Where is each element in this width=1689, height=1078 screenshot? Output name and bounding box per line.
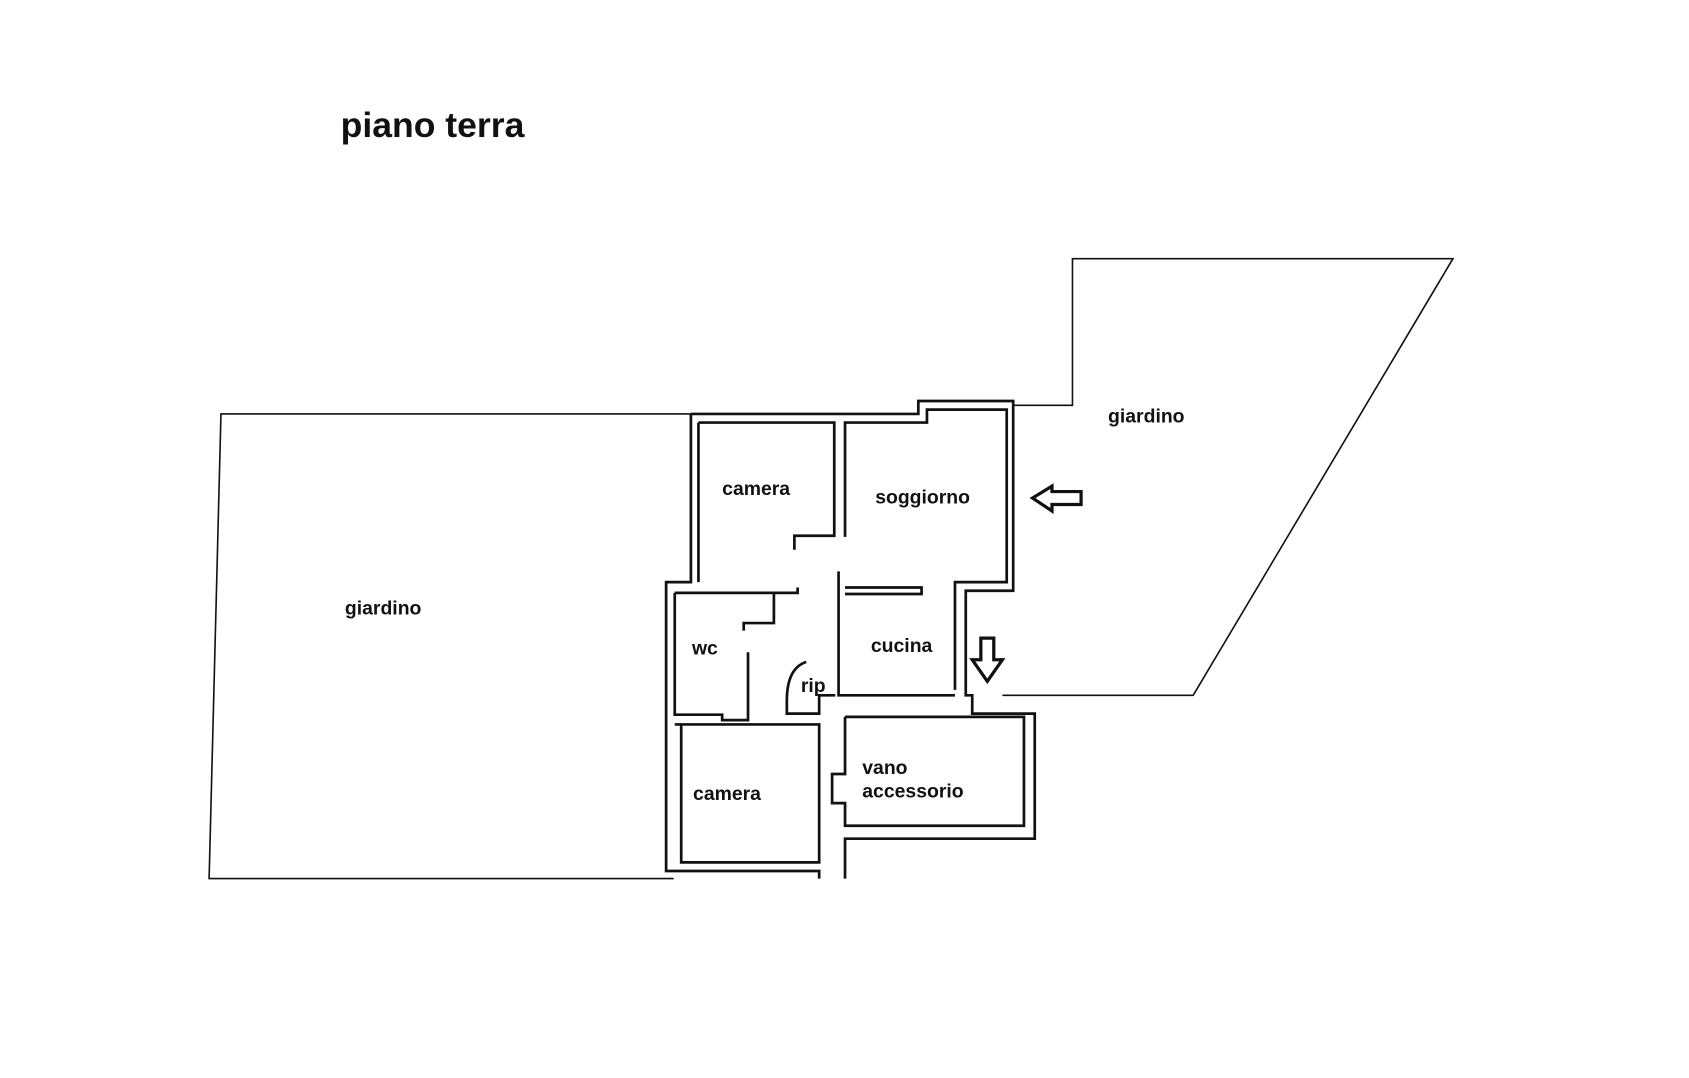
plan-title: piano terra (341, 105, 525, 145)
room-vano-line2: accessorio (862, 781, 963, 803)
room-cucina: cucina (871, 635, 933, 657)
garden-left-outline (208, 413, 691, 880)
garden-left-label: giardino (345, 597, 422, 619)
building-walls (664, 399, 1037, 879)
room-soggiorno: soggiorno (875, 486, 970, 508)
entrance-arrow-left-icon (1029, 483, 1083, 514)
entrance-arrow-down-icon (969, 636, 1006, 685)
room-vano-line1: vano (862, 757, 907, 779)
room-wc: wc (691, 637, 718, 659)
room-camera-top: camera (722, 478, 790, 500)
garden-right-label: giardino (1108, 406, 1185, 428)
room-camera-bottom: camera (693, 783, 761, 805)
room-rip: rip (801, 675, 826, 697)
garden-right-outline (1002, 257, 1455, 697)
